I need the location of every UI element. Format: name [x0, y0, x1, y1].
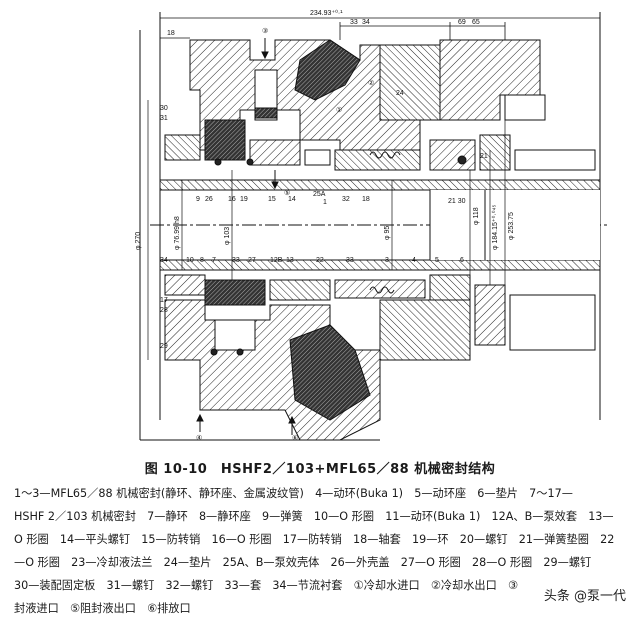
top-dimensions	[160, 17, 600, 40]
dim-95: φ 95	[384, 226, 391, 240]
dim-overall: 234.93⁺⁰·¹	[310, 9, 343, 17]
part-25a: 25A	[313, 191, 326, 198]
part-31: 31	[160, 115, 168, 122]
dim-69: 69	[458, 19, 466, 26]
part-27: 27	[248, 257, 256, 264]
port-arrows	[196, 38, 296, 435]
part-24: 24	[396, 90, 404, 97]
callout-1: ①	[336, 106, 342, 114]
part-5: 5	[435, 257, 439, 264]
upper-housing	[189, 39, 546, 151]
parts-legend: 1～3—MFL65／88 机械密封(静环、静环座、金属波纹管) 4—动环(Buk…	[14, 482, 628, 620]
legend-line: O 形圈 14—平头螺钉 15—防转销 16—O 形圈 17—防转销 18—轴套…	[14, 533, 615, 546]
dim-33: 33	[350, 19, 358, 26]
part-26: 26	[205, 196, 213, 203]
part-12b: 12B	[270, 257, 283, 264]
lower-housing	[164, 299, 471, 441]
callout-3: ③	[262, 27, 268, 35]
part-34: 34	[160, 257, 168, 264]
part-10: 10	[186, 257, 194, 264]
figure-caption: 图 10-10 HSHF2／103+MFL65／88 机械密封结构	[144, 462, 496, 477]
dim-118: φ 118	[473, 207, 480, 225]
dim-184: φ 184.15⁺⁰·⁰⁴⁵	[491, 204, 499, 250]
part-29: 29	[160, 343, 168, 350]
callout-4: ④	[196, 434, 202, 442]
dim-253: φ 253.75	[508, 212, 515, 240]
dim-103: φ 103	[224, 227, 231, 245]
callout-6: ⑥	[292, 434, 298, 442]
part-21-30: 21 30	[448, 198, 466, 205]
part-28: 28	[160, 307, 168, 314]
dim-76: φ 76.99 h8	[174, 216, 181, 250]
dim-270: φ 270	[135, 232, 142, 250]
mechanical-seal-drawing: 234.93⁺⁰·¹ 33 34 69 65 18	[135, 9, 610, 442]
callout-5: ⑤	[284, 189, 290, 197]
part-7: 7	[212, 257, 216, 264]
part-14: 14	[288, 196, 296, 203]
part-32: 32	[342, 196, 350, 203]
part-13: 13	[286, 257, 294, 264]
lower-seal-assembly	[164, 274, 596, 351]
legend-line: 1～3—MFL65／88 机械密封(静环、静环座、金属波纹管) 4—动环(Buk…	[14, 487, 573, 500]
part-15: 15	[268, 196, 276, 203]
upper-seal-assembly	[164, 119, 596, 171]
legend-line: 封液进口 ⑤阻封液出口 ⑥排放口	[14, 602, 191, 615]
shaft	[150, 179, 610, 271]
legend-line: 30—装配固定板 31—螺钉 32—螺钉 33—套 34—节流衬套 ①冷却水进口…	[14, 579, 519, 592]
watermark: 头条 @泵一代	[539, 584, 630, 605]
dim-34: 34	[362, 19, 370, 26]
dim-18: 18	[167, 30, 175, 37]
legend-line: HSHF 2／103 机械密封 7—静环 8—静环座 9—弹簧 10—O 形圈 …	[14, 510, 614, 523]
dim-65: 65	[472, 19, 480, 26]
part-22: 22	[316, 257, 324, 264]
part-17: 17	[160, 297, 168, 304]
part-30: 30	[160, 105, 168, 112]
part-4: 4	[412, 257, 416, 264]
part-1: 1	[323, 199, 327, 206]
callout-2: ②	[368, 79, 374, 87]
part-6: 6	[460, 257, 464, 264]
part-33b: 33	[346, 257, 354, 264]
part-8: 8	[200, 257, 204, 264]
part-9: 9	[196, 196, 200, 203]
part-19: 19	[240, 196, 248, 203]
part-16: 16	[228, 196, 236, 203]
legend-line: —O 形圈 23—冷却液法兰 24—垫片 25A、B—泵效壳体 26—外壳盖 2…	[14, 556, 592, 569]
part-21: 21	[480, 153, 488, 160]
part-33: 33	[232, 257, 240, 264]
part-3: 3	[385, 257, 389, 264]
part-18: 18	[362, 196, 370, 203]
